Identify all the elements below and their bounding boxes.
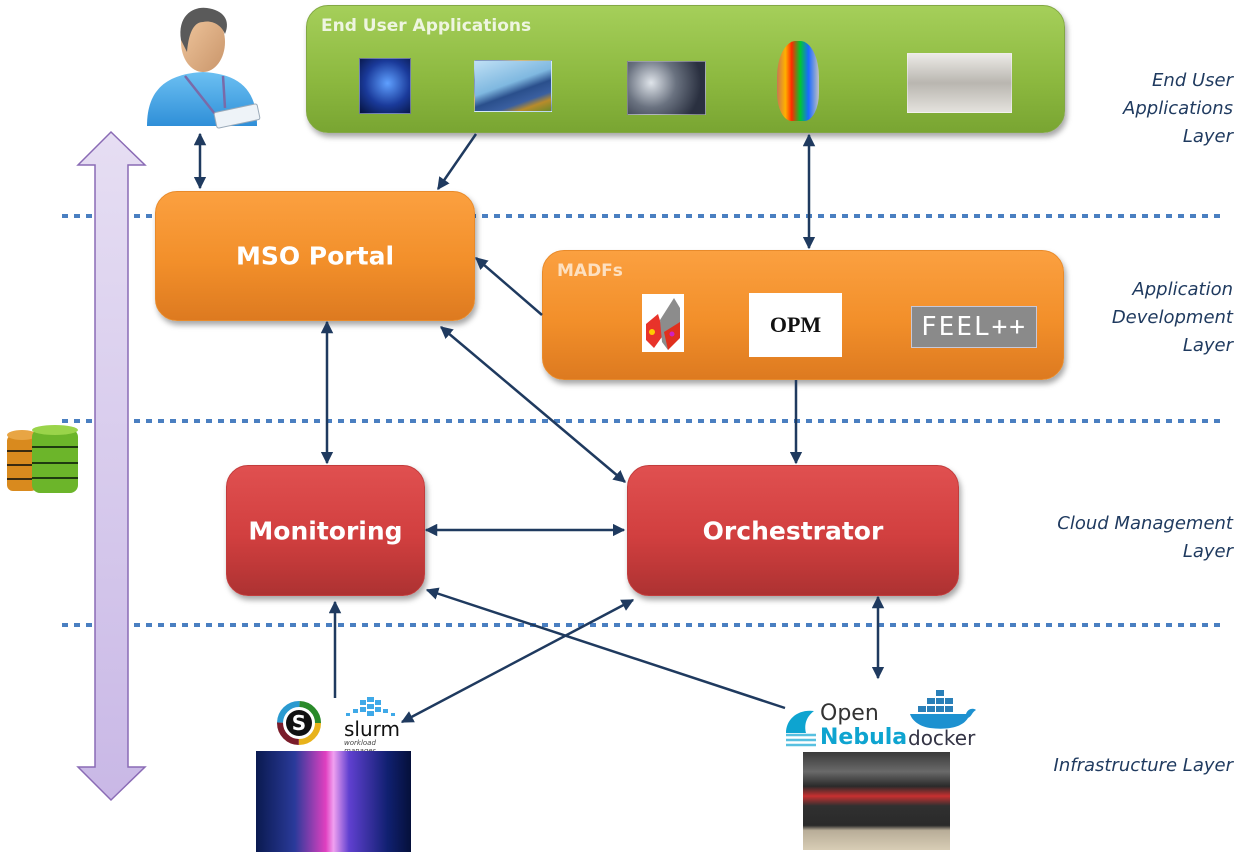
arrow-apps-mso-portal	[436, 133, 478, 191]
opennebula-logo[interactable]: Open Nebula	[784, 701, 908, 751]
madfs-title: MADFs	[557, 261, 623, 281]
layer-label-line: Layer	[1182, 335, 1233, 356]
datacenter-photo-left[interactable]	[256, 751, 411, 852]
feelpp-logo-text: FEEL++	[921, 312, 1027, 342]
layer-label-line: Development	[1111, 307, 1233, 328]
orchestrator-label: Orchestrator	[702, 516, 884, 545]
slurm-text: slurm	[344, 717, 401, 741]
layer-label-line: Infrastructure Layer	[1053, 755, 1233, 776]
end-user-applications-title: End User Applications	[321, 16, 532, 36]
madfs-box[interactable]: MADFs OPM FEEL++	[542, 250, 1064, 380]
layer-label-infrastructure: Infrastructure Layer	[1054, 752, 1233, 780]
layer-label-line: Applications	[1123, 98, 1233, 119]
layer-label-end-user-applications: End User Applications Layer	[1123, 67, 1233, 151]
opennebula-text-open: Open	[820, 701, 879, 726]
brain-imaging-thumbnail[interactable]	[359, 58, 411, 114]
layer-label-line: Cloud Management	[1057, 513, 1233, 534]
vertical-arrow-shape	[76, 130, 147, 802]
database-storage-icon	[5, 425, 80, 497]
opennebula-text-nebula: Nebula	[820, 725, 908, 750]
singularity-logo[interactable]: S	[276, 700, 322, 746]
arrow-madfs-mso-portal	[475, 257, 543, 316]
fusion-reactor-simulation-thumbnail[interactable]	[777, 41, 819, 121]
slurm-logo[interactable]: slurm workload manager	[340, 697, 402, 755]
mso-portal-label: MSO Portal	[235, 241, 395, 271]
arrow-mso-portal-orchestrator	[440, 326, 626, 483]
madf-mesh-logo[interactable]	[642, 294, 684, 352]
monitoring-box[interactable]: Monitoring	[226, 465, 425, 596]
arrow-infra-right-monitoring	[425, 587, 786, 710]
user-avatar-icon	[145, 4, 265, 130]
docker-whale-icon	[910, 690, 976, 729]
orchestrator-box[interactable]: Orchestrator	[627, 465, 959, 596]
layer-label-application-development: Application Development Layer	[1112, 276, 1233, 360]
opm-logo-text: OPM	[769, 312, 822, 337]
monitoring-label: Monitoring	[248, 516, 403, 545]
layer-label-line: Application	[1132, 279, 1233, 300]
renewable-energy-thumbnail[interactable]	[474, 60, 552, 112]
docker-logo[interactable]: docker	[906, 688, 980, 750]
docker-text: docker	[908, 726, 976, 750]
end-user-applications-box[interactable]: End User Applications	[306, 5, 1065, 133]
datacenter-photo-right[interactable]	[803, 752, 950, 850]
layer-label-cloud-management: Cloud Management Layer	[1057, 510, 1233, 566]
opm-logo[interactable]: OPM	[749, 293, 842, 357]
mso-portal-box[interactable]: MSO Portal	[155, 191, 475, 321]
singularity-letter: S	[292, 711, 306, 735]
arrow-orchestrator-infra-left	[400, 598, 635, 724]
turbine-engine-thumbnail[interactable]	[907, 53, 1012, 113]
opennebula-cloud-icon	[786, 710, 816, 747]
layer-label-line: Layer	[1182, 541, 1233, 562]
slurm-bars-icon	[346, 697, 395, 716]
layer-label-line: Layer	[1182, 126, 1233, 147]
feelpp-logo[interactable]: FEEL++	[911, 306, 1037, 348]
layer-label-line: End User	[1152, 70, 1233, 91]
clouds-atmosphere-thumbnail[interactable]	[627, 61, 706, 115]
